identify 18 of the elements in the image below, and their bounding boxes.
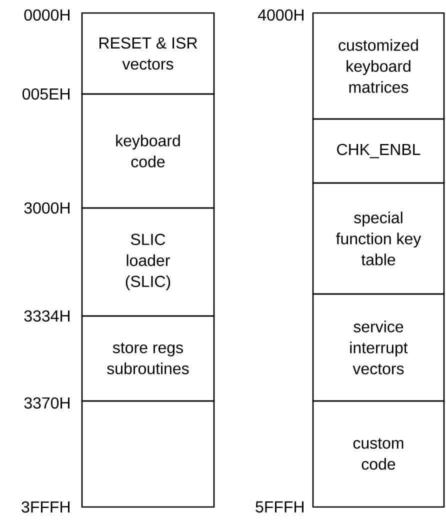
memory-segment: customized keyboard matrices	[312, 12, 445, 120]
memory-segment: CHK_ENBL	[312, 118, 445, 184]
memory-segment: special function key table	[312, 182, 445, 295]
address-label: 3334H	[24, 310, 70, 322]
address-label: 5FFFH	[256, 501, 304, 513]
address-label: 3370H	[24, 397, 70, 409]
address-label: 3FFFH	[22, 501, 70, 513]
address-label: 005EH	[22, 88, 70, 100]
empty-segment	[81, 400, 215, 508]
memory-segment: keyboard code	[81, 93, 215, 209]
address-label: 0000H	[24, 9, 70, 21]
memory-segment: SLIC loader (SLIC)	[81, 207, 215, 317]
memory-segment: store regs subroutines	[81, 315, 215, 402]
memory-segment: service interrupt vectors	[312, 293, 445, 402]
address-label: 4000H	[258, 9, 304, 21]
address-label: 3000H	[24, 202, 70, 214]
memory-segment: RESET & ISR vectors	[81, 12, 215, 95]
memory-segment: custom code	[312, 400, 445, 508]
